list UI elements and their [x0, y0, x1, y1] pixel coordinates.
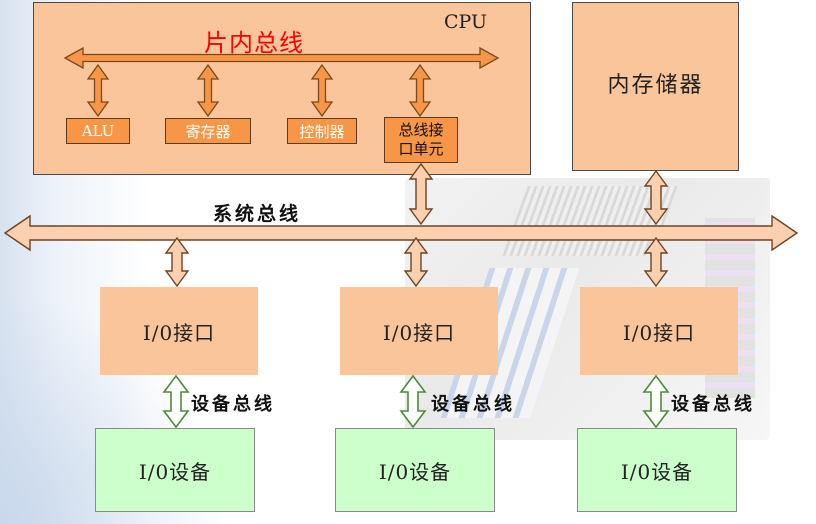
control-unit-label: 控制器: [299, 122, 345, 141]
io-interface-label: I/0接口: [142, 320, 216, 345]
device-bus-label-1: 设备总线: [191, 394, 275, 415]
io-device-label: I/0设备: [378, 459, 452, 484]
cpu-label: CPU: [444, 11, 488, 33]
bus-interface-unit-label-line1: 总线接: [398, 121, 444, 139]
alu-box: ALU: [66, 118, 130, 144]
cpu-box: CPU 片内总线 ALU 寄存器 控制器 总线接 口单元: [33, 2, 531, 175]
io-interface-label: I/0接口: [622, 320, 696, 345]
control-unit-box: 控制器: [287, 118, 357, 144]
registers-label: 寄存器: [185, 122, 231, 141]
memory-label: 内存储器: [607, 72, 704, 98]
io-device-box-3: I/0设备: [577, 428, 737, 512]
io-interface-box-2: I/0接口: [340, 287, 498, 375]
motherboard-heatsink: [502, 186, 678, 256]
alu-label: ALU: [81, 122, 115, 140]
io-interface-box-1: I/0接口: [100, 287, 258, 375]
device-bus-label-3: 设备总线: [671, 394, 755, 415]
system-bus-label: 系统总线: [213, 203, 302, 225]
memory-box: 内存储器: [572, 2, 739, 171]
io-device-box-1: I/0设备: [95, 428, 255, 512]
bus-interface-unit-label-line2: 口单元: [398, 140, 444, 158]
io-device-box-2: I/0设备: [335, 428, 495, 512]
io-device-label: I/0设备: [620, 459, 694, 484]
io-interface-box-3: I/0接口: [580, 287, 738, 375]
io-device-label: I/0设备: [138, 459, 212, 484]
device-bus-label-2: 设备总线: [431, 394, 515, 415]
registers-box: 寄存器: [165, 118, 251, 144]
device-bus-arrow-1: [162, 374, 190, 429]
system-bus-to-io-interface-arrow-1: [164, 236, 190, 288]
io-interface-label: I/0接口: [382, 320, 456, 345]
bus-interface-unit-box: 总线接 口单元: [384, 117, 458, 163]
internal-bus-label: 片内总线: [204, 29, 304, 57]
